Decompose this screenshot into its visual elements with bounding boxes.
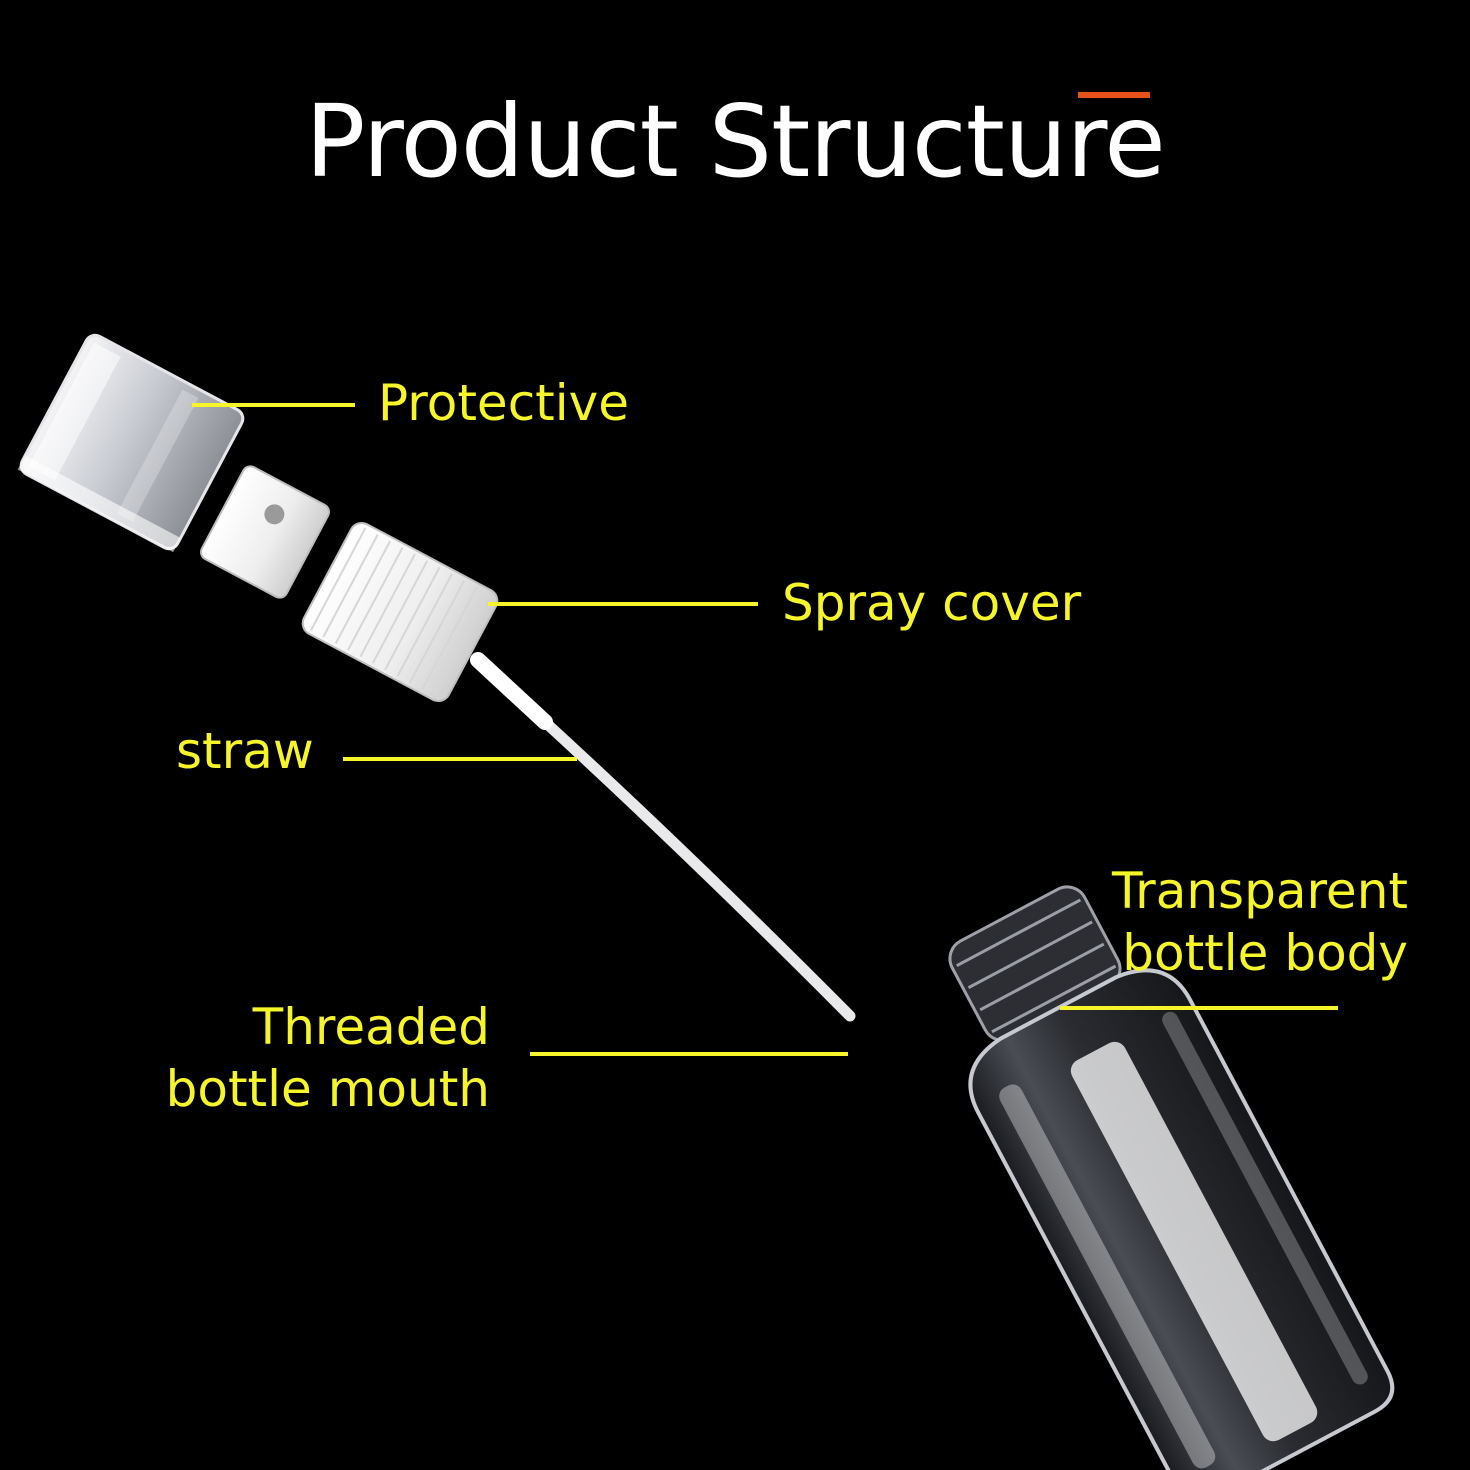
spray-nozzle [200,465,330,599]
spray-collar [301,521,499,703]
leader-lines [192,403,1338,1056]
label-bottle-mouth: bottle mouth [165,1060,490,1118]
label-spray-cover: Spray cover [782,574,1082,632]
label-transparent: Transparent [1111,862,1408,920]
bottle-body [948,885,1395,1470]
protective-cap [17,333,245,553]
title-accent-bar [1078,92,1150,98]
label-bottle-body: bottle body [1122,924,1408,982]
page-title: Product Structure [305,83,1166,200]
label-protective: Protective [378,374,630,432]
label-straw: straw [176,722,314,780]
label-threaded: Threaded [252,998,490,1056]
straw-tube [472,654,856,1022]
